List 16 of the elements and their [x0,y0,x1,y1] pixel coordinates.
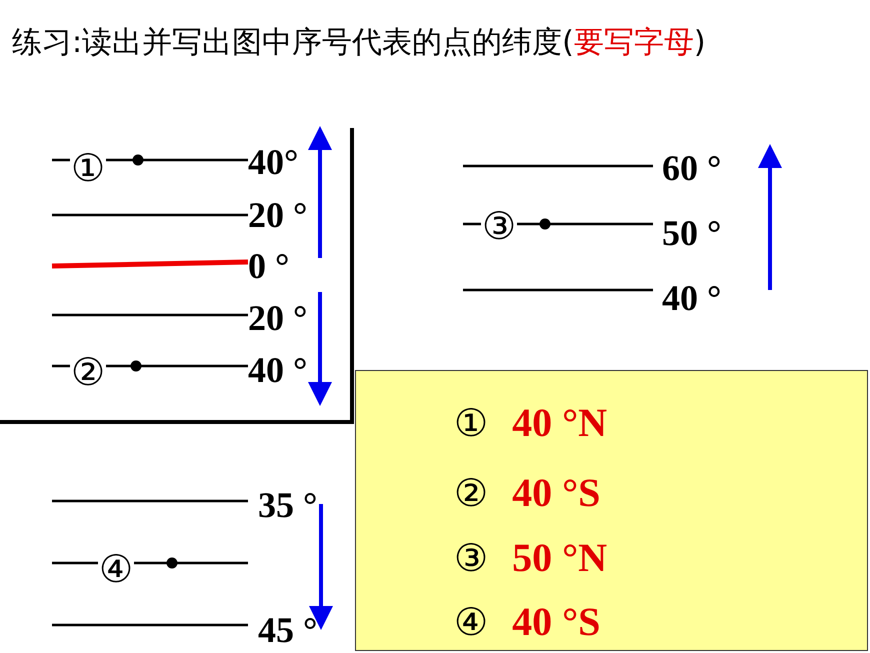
latitude-label: 60 ° [662,147,722,189]
answer-text: ① 40 °N [454,399,608,446]
latitude-label: 50 ° [662,212,722,254]
latitude-label: 35 ° [258,484,318,526]
latitude-label: 0 ° [248,245,290,287]
latitude-label: 20 ° [248,297,308,339]
latitude-label: 20 ° [248,194,308,236]
answer-text: ③ 50 °N [454,534,608,581]
answer-text: ② 40 °S [454,469,600,516]
answer-text: ④ 40 °S [454,598,600,645]
title: 练习:读出并写出图中序号代表的点的纬度(要写字母) [12,24,707,62]
latitude-label: 40° [248,141,298,183]
latitude-label: 45 ° [258,609,318,651]
answer-box [355,370,868,651]
latitude-label: 40 ° [248,349,308,391]
latitude-label: 40 ° [662,277,722,319]
